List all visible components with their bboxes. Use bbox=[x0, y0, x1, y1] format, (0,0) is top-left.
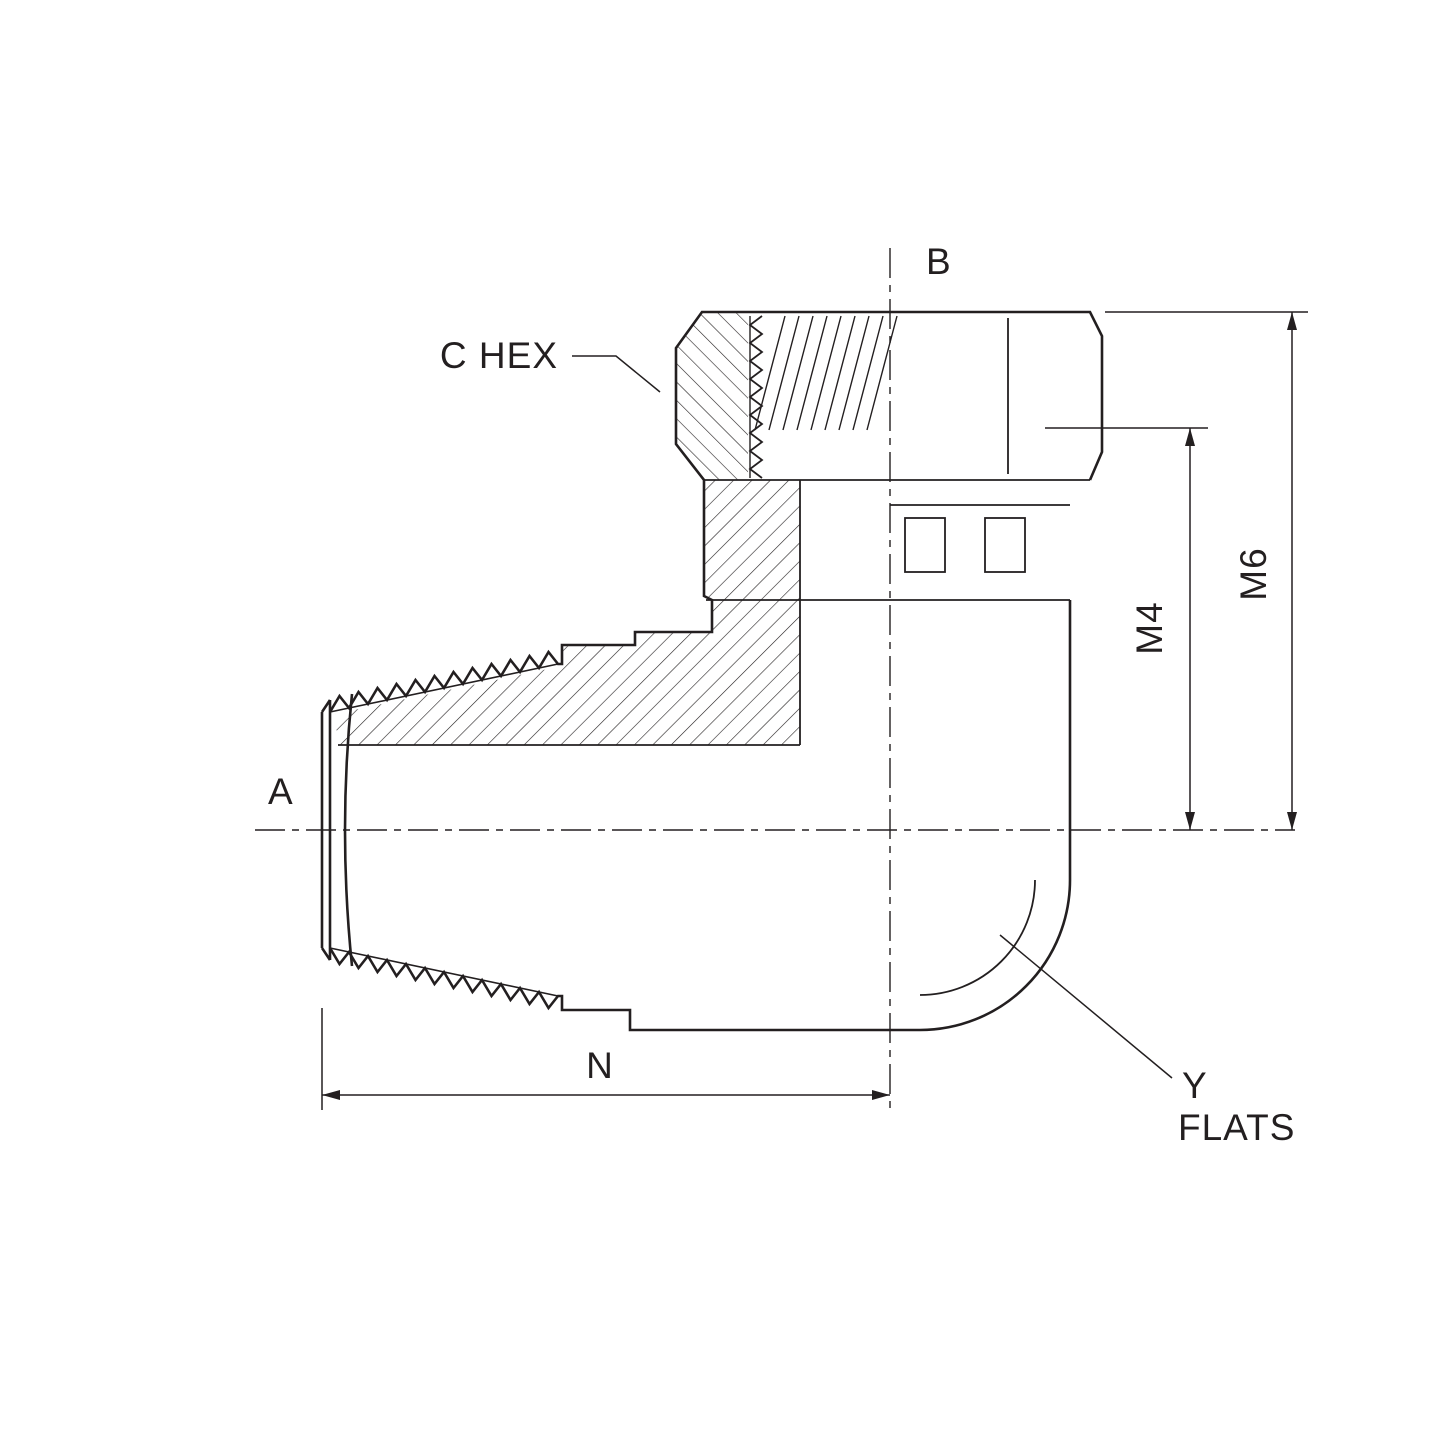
arrow-n-left bbox=[322, 1090, 340, 1100]
arrow-m6-top bbox=[1287, 312, 1297, 330]
label-c-hex: C HEX bbox=[440, 335, 558, 376]
sleeve-window-right bbox=[984, 517, 1026, 573]
arrow-m4-bottom bbox=[1185, 812, 1195, 830]
dimension-arrowheads bbox=[322, 312, 1297, 1100]
label-a: A bbox=[268, 771, 294, 812]
nut-internal-thread-zigzag bbox=[748, 315, 764, 479]
sleeve-window-left bbox=[904, 517, 946, 573]
male-thread-runout-curve bbox=[343, 693, 354, 967]
arrow-m6-bottom bbox=[1287, 812, 1297, 830]
label-flats: FLATS bbox=[1178, 1107, 1295, 1148]
leader-y-flats bbox=[999, 934, 1173, 1079]
arrow-n-right bbox=[872, 1090, 890, 1100]
internal-lines bbox=[338, 315, 1090, 996]
label-n: N bbox=[586, 1045, 614, 1086]
hatch-sleeve-wall bbox=[704, 480, 800, 632]
male-thread-root-lines bbox=[329, 663, 559, 997]
drawing-root: B A C HEX N M6 M4 Y FLATS bbox=[255, 241, 1308, 1148]
drawing-labels: B A C HEX N M6 M4 Y FLATS bbox=[268, 241, 1295, 1148]
section-hatching bbox=[335, 312, 800, 745]
elbow-corner-flat-arc bbox=[919, 879, 1036, 996]
centerlines bbox=[255, 248, 1295, 1112]
lower-silhouette-thread-to-elbow-bend bbox=[328, 600, 1072, 1032]
leader-c-hex bbox=[572, 355, 661, 393]
label-y: Y bbox=[1182, 1065, 1208, 1106]
arrow-m4-top bbox=[1185, 428, 1195, 446]
hatch-nut-wall bbox=[676, 312, 748, 480]
label-m6: M6 bbox=[1233, 547, 1274, 600]
nut-internal-thread-fan-lines bbox=[754, 315, 898, 431]
dimensions bbox=[321, 311, 1308, 1110]
label-b: B bbox=[926, 241, 952, 282]
male-thread-tip-face bbox=[320, 699, 332, 961]
upper-silhouette-male-thread-to-nut bbox=[328, 310, 1104, 713]
label-m4: M4 bbox=[1129, 601, 1170, 654]
fitting-outline bbox=[320, 310, 1104, 1032]
hatch-arm-wall bbox=[335, 632, 800, 745]
